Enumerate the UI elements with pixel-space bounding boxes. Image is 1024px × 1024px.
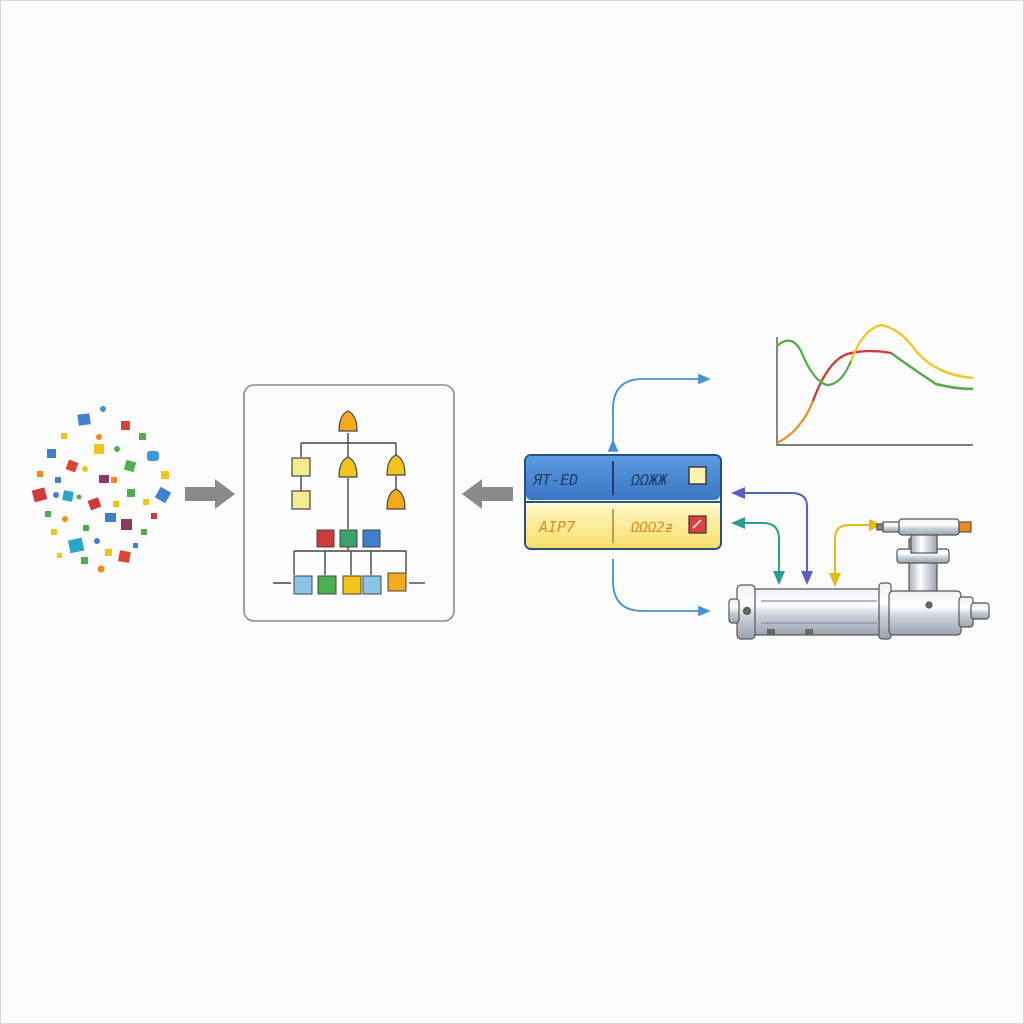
particle-cloud-icon: [31, 406, 172, 573]
curve-chart-icon: [776, 323, 974, 446]
control-panel: [524, 454, 722, 550]
panel-bottom-right-label: ΩΩΩ2ƶ: [630, 520, 673, 536]
connector-purple: [731, 487, 808, 581]
panel-bottom-left-label: AIP7: [538, 518, 575, 536]
hierarchy-icon: [243, 384, 455, 622]
connector-yellow: [834, 519, 883, 583]
panel-top-left-label: ЯT-ЕD: [532, 471, 578, 489]
panel-top-right-label: ΩΩЖЖ: [630, 471, 668, 489]
arrow-right-icon: [185, 479, 235, 509]
flow-arrow-top: [612, 373, 711, 445]
pipe-machine-icon: [728, 518, 990, 640]
flow-arrow-bottom: [612, 559, 711, 617]
connector-green: [731, 517, 780, 581]
arrow-left-icon: [462, 479, 513, 509]
